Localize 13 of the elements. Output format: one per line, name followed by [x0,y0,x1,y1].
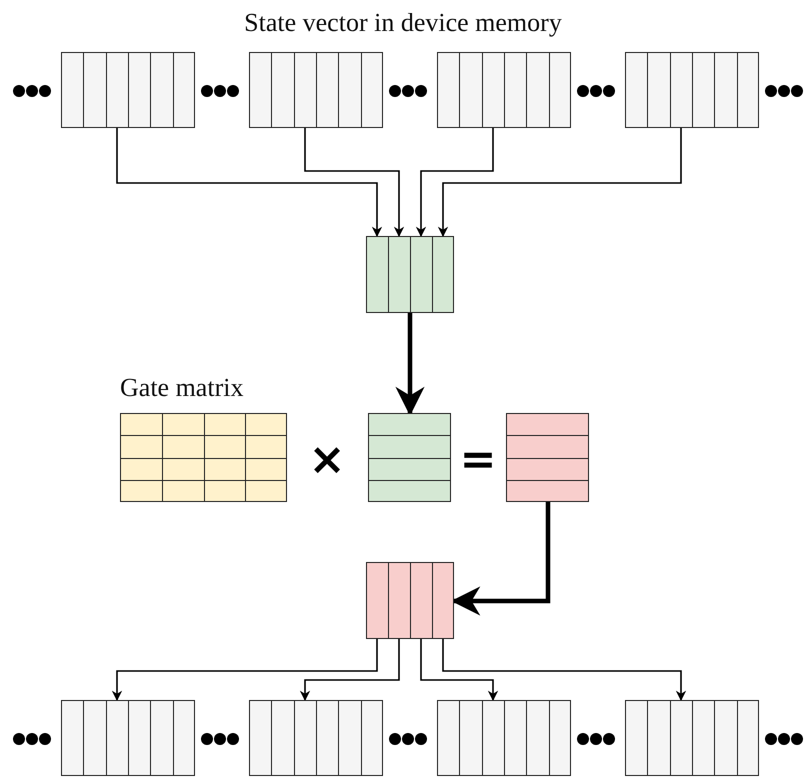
arrow [438,128,682,238]
arrow [112,639,378,702]
operator-sign: × [308,434,346,486]
arrow [116,128,382,238]
operator-sign: = [458,434,498,486]
matrix-heading: Gate matrix [120,373,244,403]
diagram-title: State vector in device memory [243,8,563,38]
arrow [420,639,498,702]
arrow [300,639,400,702]
arrow [304,128,404,238]
arrow [416,128,494,238]
arrow [395,313,425,416]
arrow [442,639,686,702]
